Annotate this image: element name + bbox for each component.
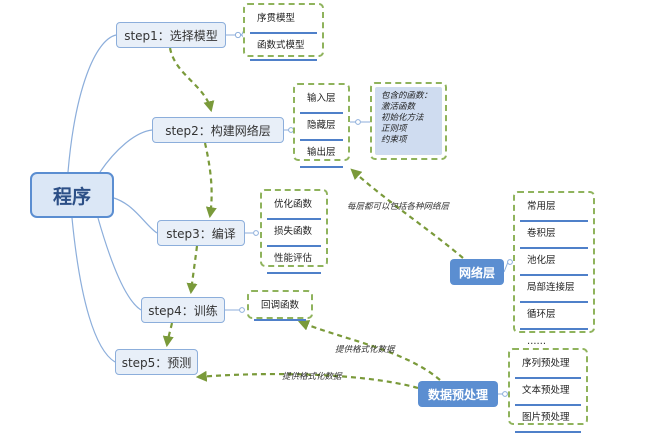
compile-item-metrics[interactable]: 性能评估	[267, 249, 321, 274]
step3-compile[interactable]: step3：编译	[157, 220, 245, 246]
root-node-program[interactable]: 程序	[30, 172, 114, 218]
root-connectors	[67, 34, 158, 363]
edge-label-layers: 每层都可以包括各种网络层	[347, 202, 450, 212]
model-item-functional[interactable]: 函数式模型	[250, 36, 317, 61]
compile-item-loss[interactable]: 损失函数	[267, 222, 321, 247]
layer-structure-group: 输入层 隐藏层 输出层	[293, 83, 350, 168]
prep-item-sequence[interactable]: 序列预处理	[515, 354, 581, 379]
train-item-callback[interactable]: 回调函数	[254, 296, 306, 321]
layer-item-input[interactable]: 输入层	[300, 89, 343, 114]
note-line-constraint: 约束项	[381, 135, 407, 145]
step5-predict[interactable]: step5：预测	[115, 349, 198, 375]
note-line-init: 初始化方法	[381, 113, 424, 123]
layer-item-output[interactable]: 输出层	[300, 143, 343, 168]
net-item-local[interactable]: 局部连接层	[520, 278, 588, 303]
model-item-sequential[interactable]: 序贯模型	[250, 9, 317, 34]
net-item-conv[interactable]: 卷积层	[520, 224, 588, 249]
step4-train[interactable]: step4：训练	[141, 297, 225, 323]
note-line-activation: 激活函数	[381, 102, 416, 112]
layer-item-hidden[interactable]: 隐藏层	[300, 116, 343, 141]
note-line-heading: 包含的函数：	[381, 91, 433, 101]
step2-build-layers[interactable]: step2：构建网络层	[152, 117, 284, 143]
flow-arrows	[162, 47, 464, 390]
compile-item-optimizer[interactable]: 优化函数	[267, 195, 321, 220]
train-options-group: 回调函数	[247, 290, 313, 321]
prep-item-image[interactable]: 图片预处理	[515, 408, 581, 433]
preprocess-types-group: 序列预处理 文本预处理 图片预处理	[508, 348, 588, 433]
group-connectors	[225, 17, 513, 397]
layer-functions-note: 包含的函数： 激活函数 初始化方法 正则项 约束项	[370, 82, 447, 160]
prep-item-text[interactable]: 文本预处理	[515, 381, 581, 406]
model-types-group: 序贯模型 函数式模型	[243, 3, 324, 61]
step1-select-model[interactable]: step1：选择模型	[116, 22, 226, 48]
edge-label-format-predict: 提供格式化数据	[282, 372, 342, 382]
compile-options-group: 优化函数 损失函数 性能评估	[260, 189, 328, 274]
network-layers-hub[interactable]: 网络层	[450, 259, 504, 285]
net-item-core[interactable]: 常用层	[520, 197, 588, 222]
edge-label-format-train: 提供格式化数据	[335, 345, 395, 355]
network-layer-types-group: 常用层 卷积层 池化层 局部连接层 循环层 ……	[513, 191, 595, 357]
net-item-recurrent[interactable]: 循环层	[520, 305, 588, 330]
data-preprocess-hub[interactable]: 数据预处理	[418, 381, 498, 407]
net-item-pool[interactable]: 池化层	[520, 251, 588, 276]
note-line-regularizer: 正则项	[381, 124, 407, 134]
